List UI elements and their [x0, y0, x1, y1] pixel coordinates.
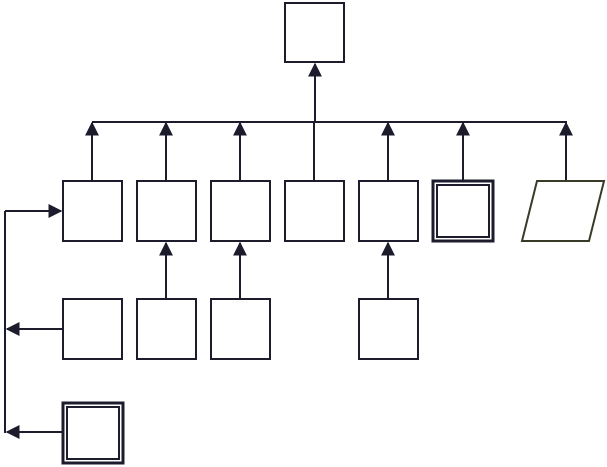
root-node	[284, 2, 345, 63]
node-r1c7-parallelogram	[520, 180, 606, 242]
node-r2c2	[136, 298, 197, 360]
node-r3c1-double	[61, 401, 125, 465]
node-r2c3	[210, 298, 271, 360]
row1-arrows	[85, 121, 573, 181]
node-r1c5	[358, 180, 419, 242]
node-r1c2	[136, 180, 197, 242]
node-r2c1	[62, 298, 123, 360]
node-r1c1	[62, 180, 123, 242]
left-connector	[4, 204, 63, 439]
node-r1c6-double	[431, 179, 495, 243]
node-r2c5	[358, 298, 419, 360]
node-r1c4	[284, 180, 345, 242]
node-r1c3	[210, 180, 271, 242]
